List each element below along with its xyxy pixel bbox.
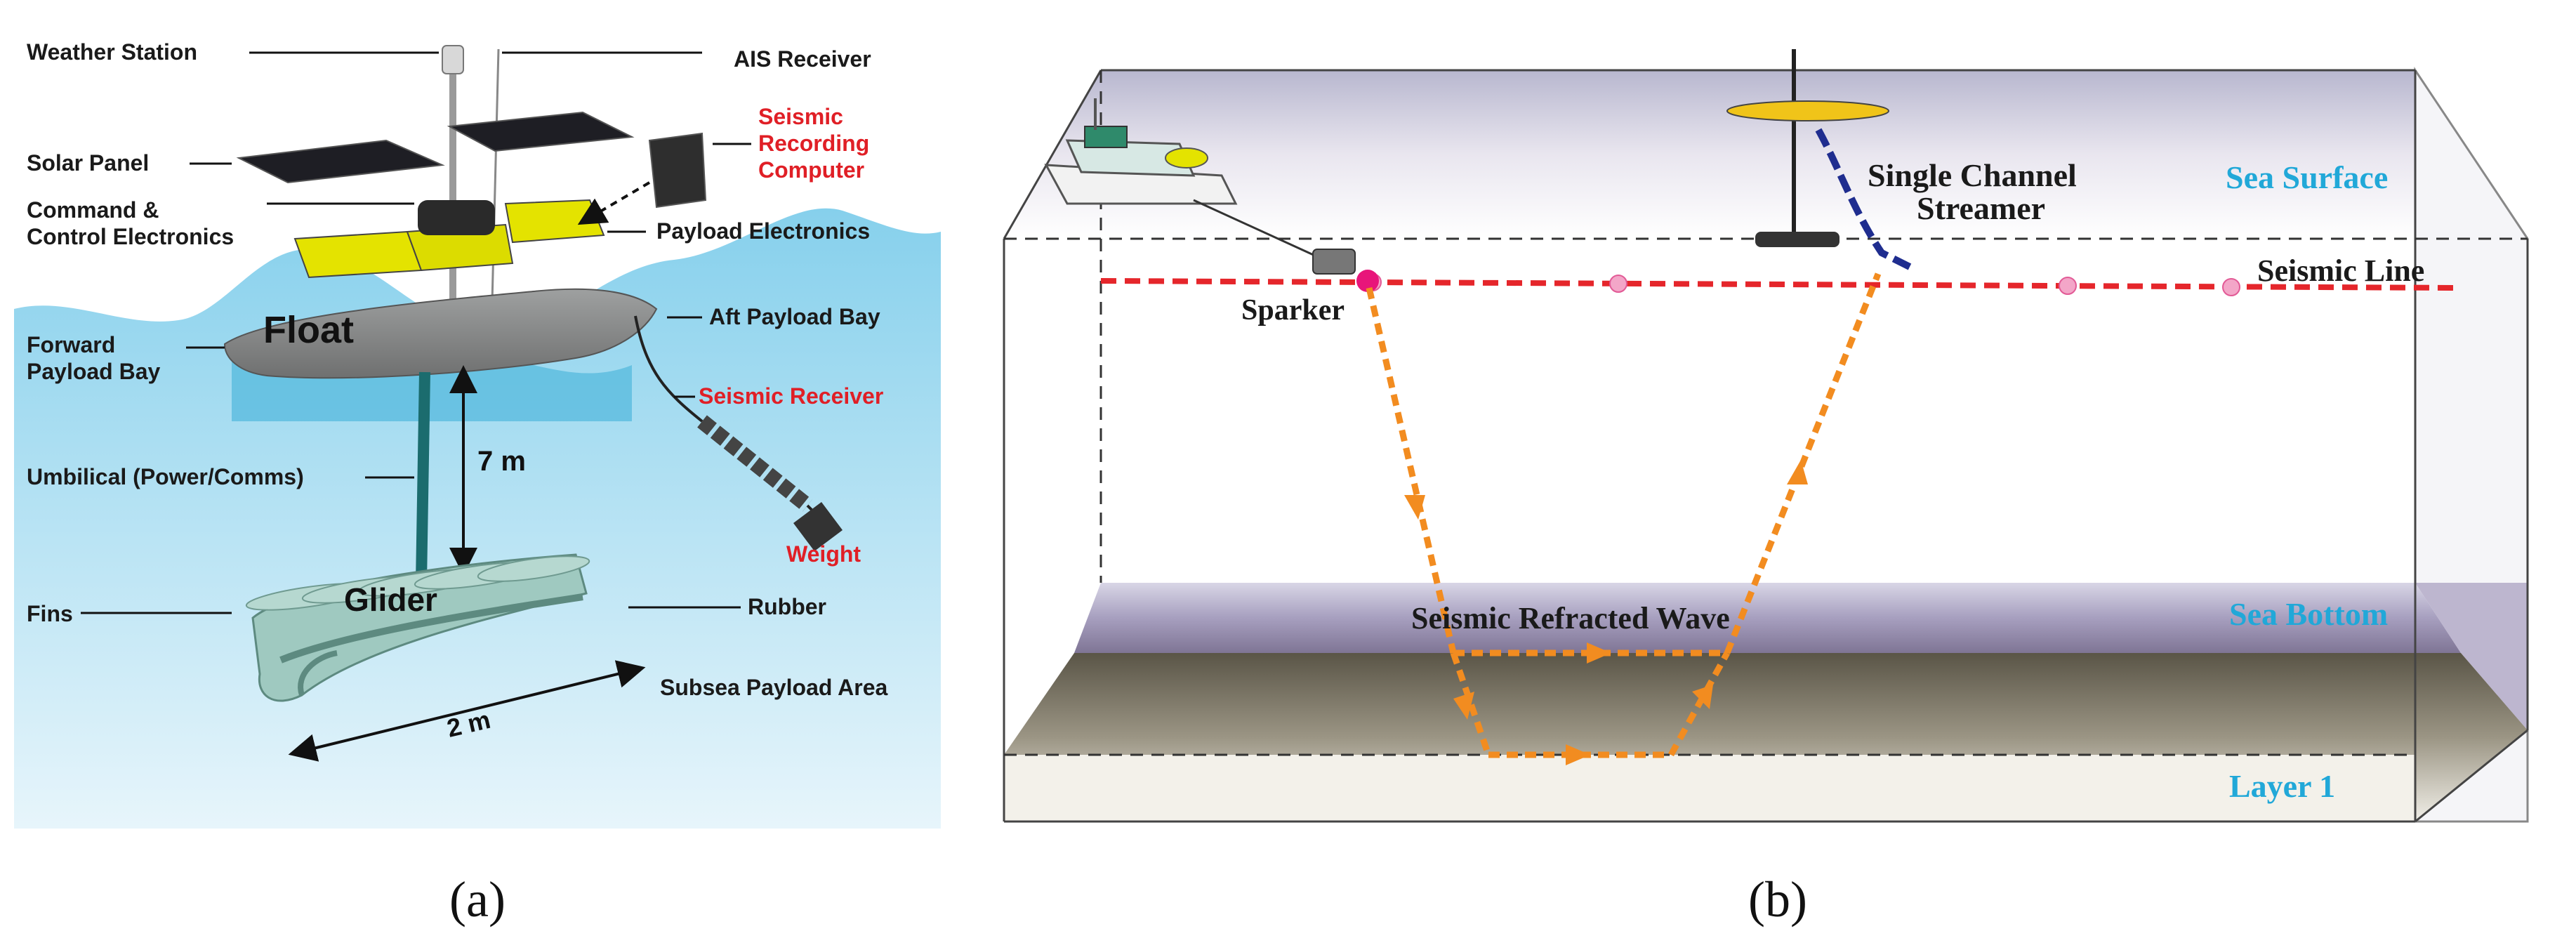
label-command-control-2: Control Electronics — [27, 224, 234, 249]
box-frame — [1003, 69, 2529, 823]
label-sparker: Sparker — [1241, 294, 1345, 326]
shot-point — [2222, 278, 2240, 296]
caption-a: (a) — [449, 871, 506, 928]
label-solar-panel: Solar Panel — [27, 150, 149, 176]
label-seismic-recording-3: Computer — [758, 157, 864, 183]
shot-point — [1609, 275, 1627, 293]
solar-panel-left — [236, 139, 445, 184]
water-column — [1004, 239, 2415, 583]
label-seismic-recording-1: Seismic — [758, 104, 843, 129]
label-layer-1: Layer 1 — [2229, 768, 2335, 804]
umbilical-tether — [416, 371, 430, 583]
label-seismic-receiver: Seismic Receiver — [699, 383, 883, 409]
weather-station-sensor — [442, 45, 464, 74]
seismic-receiver-streamer — [697, 415, 812, 512]
solar-panel-right — [447, 111, 635, 152]
label-single-channel-1: Single Channel — [1868, 157, 2077, 193]
command-control-electronics — [418, 200, 495, 235]
label-aft-payload-bay: Aft Payload Bay — [709, 304, 880, 329]
survey-vessel — [1044, 98, 1356, 275]
label-rubber: Rubber — [748, 594, 826, 619]
label-single-channel-2: Streamer — [1917, 190, 2045, 226]
sky-top-face — [1004, 70, 2415, 239]
sea-bottom-right — [2415, 583, 2528, 730]
label-sea-bottom: Sea Bottom — [2229, 596, 2388, 632]
label-tether-length: 7 m — [477, 446, 526, 477]
label-glider: Glider — [344, 581, 437, 618]
mast — [449, 56, 456, 323]
layer-1-front — [1004, 755, 2415, 822]
leader-lines — [81, 51, 751, 614]
label-forward-payload-bay-2: Payload Bay — [27, 359, 161, 384]
panel-b: Sea Surface Single Channel Streamer Seis… — [1003, 49, 2529, 928]
panel-a: Weather Station AIS Receiver Solar Panel… — [14, 39, 941, 928]
label-weight: Weight — [786, 541, 861, 567]
glider-length-arrow — [288, 660, 646, 762]
label-fins: Fins — [27, 601, 73, 626]
payload-box-right — [504, 199, 605, 244]
label-seismic-recording-2: Recording — [758, 131, 869, 156]
ais-antenna — [490, 48, 500, 331]
single-channel-streamer — [1815, 128, 1912, 270]
wave-glider — [1726, 49, 1889, 247]
label-payload-electronics: Payload Electronics — [656, 218, 870, 244]
ray-arrowheads — [1404, 460, 1808, 765]
label-command-control-1: Command & — [27, 197, 159, 223]
label-float: Float — [263, 309, 354, 351]
payload-box-left — [293, 230, 423, 279]
seismic-receiver-cable — [634, 315, 704, 423]
computer-arrow — [577, 181, 651, 225]
label-seismic-line: Seismic Line — [2257, 253, 2424, 288]
weight — [793, 502, 843, 551]
label-weather-station: Weather Station — [27, 39, 197, 65]
label-ais-receiver: AIS Receiver — [734, 46, 871, 72]
caption-b: (b) — [1748, 871, 1807, 928]
label-umbilical: Umbilical (Power/Comms) — [27, 464, 304, 489]
label-seismic-refracted-wave: Seismic Refracted Wave — [1411, 601, 1730, 635]
sparker-source — [1356, 270, 1379, 292]
seismic-recording-computer — [648, 132, 707, 209]
label-forward-payload-bay-1: Forward — [27, 332, 115, 357]
shot-point — [2059, 277, 2077, 295]
label-sea-surface: Sea Surface — [2226, 159, 2388, 195]
sea-bottom-band — [1074, 583, 2461, 653]
label-subsea-payload-area: Subsea Payload Area — [660, 675, 888, 700]
